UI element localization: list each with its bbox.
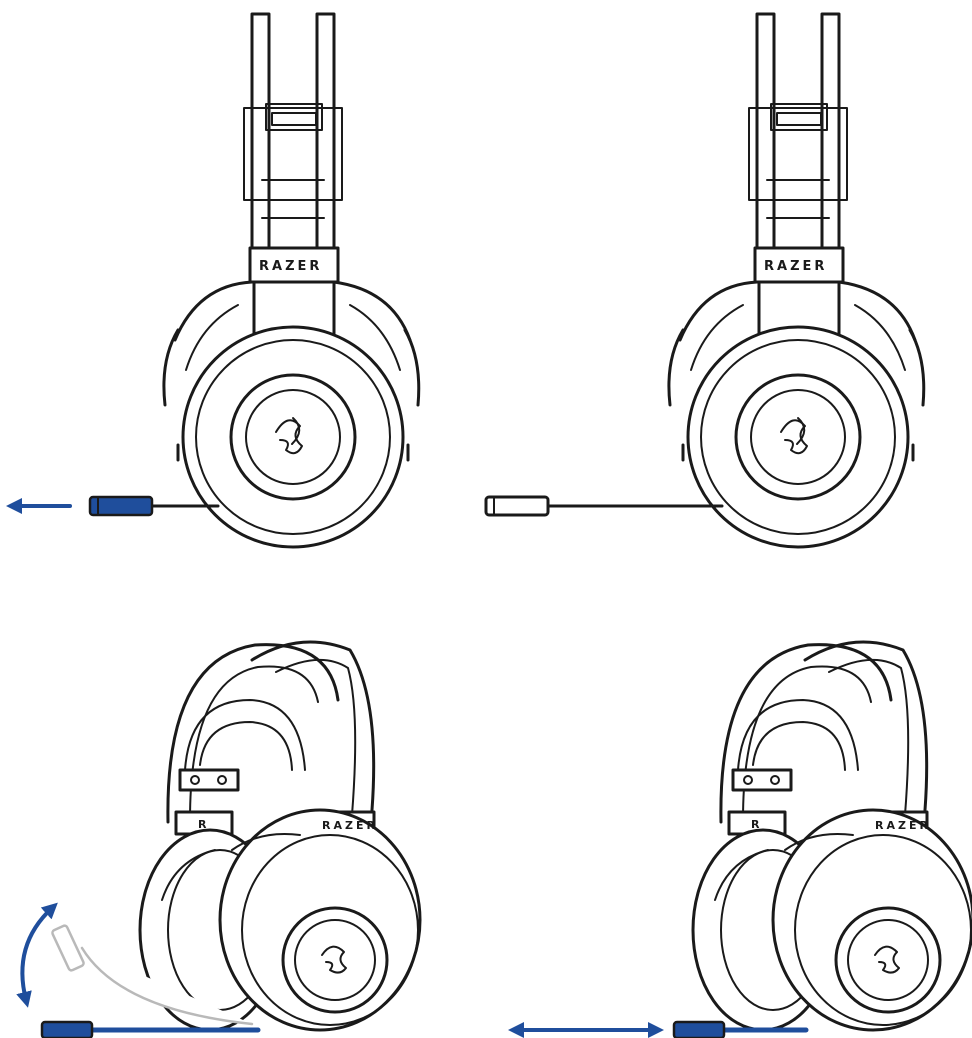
side-mark: R: [198, 818, 209, 831]
side-mark: R: [751, 818, 762, 831]
curved-double-arrow-icon: [22, 908, 52, 1000]
brand-wordmark: RAZER: [322, 819, 378, 832]
mic-capsule: [486, 497, 548, 515]
brand-wordmark: RAZER: [764, 259, 827, 274]
headset-side-view: [669, 14, 924, 547]
headset-side-view: [164, 14, 419, 547]
brand-wordmark: RAZER: [875, 819, 931, 832]
headset-three-quarter-view: [693, 642, 972, 1030]
headset-three-quarter-view: [140, 642, 420, 1030]
panel-mic-extend: RAZER R: [516, 642, 972, 1038]
panel-mic-attached: RAZER: [486, 14, 924, 547]
brand-wordmark: RAZER: [259, 259, 322, 274]
mic-capsule-raised-ghost: [51, 925, 84, 972]
panel-mic-detach: RAZER: [14, 14, 419, 547]
mic-capsule-blue: [90, 497, 152, 515]
panel-mic-rotate: RAZER R: [22, 642, 420, 1038]
mic-capsule-blue: [674, 1022, 724, 1038]
mic-capsule-blue: [42, 1022, 92, 1038]
